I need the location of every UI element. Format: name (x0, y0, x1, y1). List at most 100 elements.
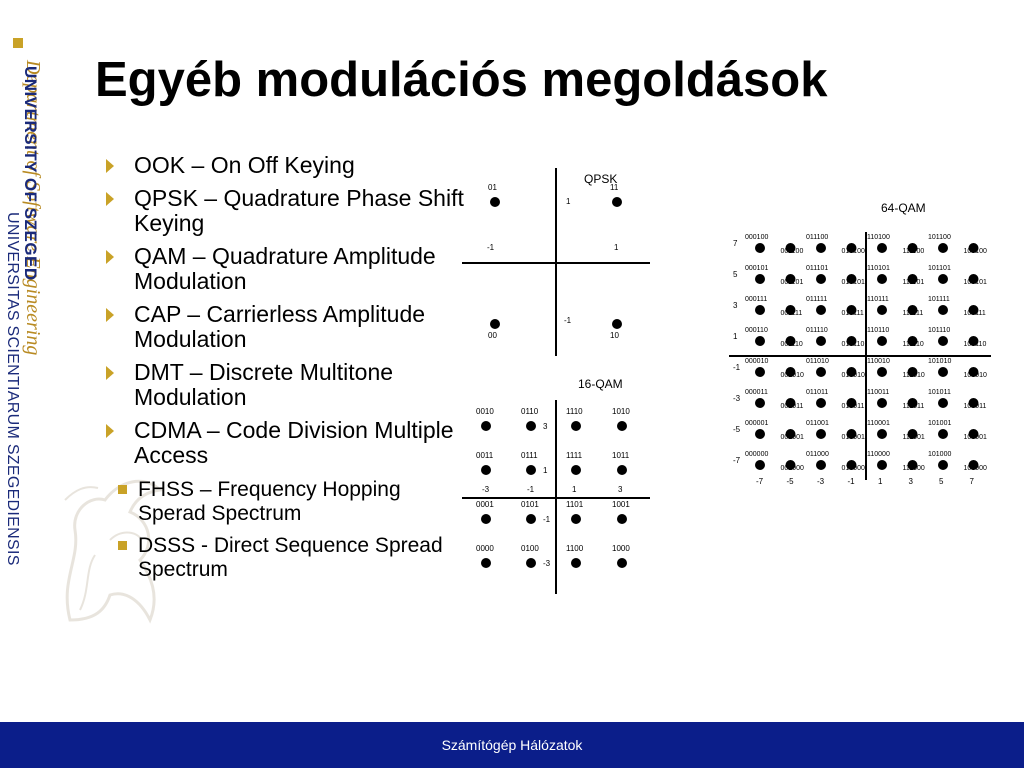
qam16-point (617, 558, 627, 568)
qam64-point-label: 110110 (867, 327, 889, 334)
qam64-point-label: 100000 (964, 465, 987, 472)
qpsk-tick: -1 (487, 243, 495, 252)
qam64-point-label: 011110 (806, 327, 828, 334)
qam16-point-label: 0000 (476, 544, 494, 553)
qam64-x-tick: 1 (878, 477, 883, 486)
qpsk-point-label: 10 (610, 331, 619, 340)
qam64-point (816, 367, 826, 377)
qam64-point-label: 100010 (964, 372, 987, 379)
bullet-item: QAM – Quadrature Amplitude Modulation (104, 244, 464, 294)
bullet-text: CAP – Carrierless Amplitude Modulation (134, 301, 426, 352)
qam16-point (526, 421, 536, 431)
qam64-point (785, 429, 796, 439)
qam64-diagram: 64-QAM 000100001100011100010100110100111… (729, 201, 991, 486)
griffin-crest-icon (64, 479, 164, 624)
qam64-point-label: 001111 (781, 310, 803, 317)
qam64-x-tick: -5 (787, 477, 795, 486)
bullet-arrow-icon (106, 250, 114, 264)
qam64-point-label: 101000 (928, 451, 951, 458)
qam64-point-label: 010011 (842, 403, 865, 410)
qam64-y-tick: 3 (733, 301, 738, 310)
qam16-point-label: 1110 (566, 407, 583, 416)
qam64-point-label: 000110 (745, 327, 768, 334)
qam64-point (785, 243, 796, 253)
qam64-y-tick: 7 (733, 239, 738, 248)
qam64-point (755, 367, 765, 377)
qam64-x-tick: 7 (970, 477, 975, 486)
qam64-point (755, 398, 765, 408)
qam64-point (877, 367, 887, 377)
qpsk-point-label: 01 (488, 183, 497, 192)
qam64-y-tick: -7 (733, 456, 741, 465)
sub-bullet-list: FHSS – Frequency Hopping Sperad Spectrum… (118, 478, 464, 582)
qam64-point (907, 336, 918, 346)
qam16-point (481, 558, 491, 568)
qam64-point (846, 243, 857, 253)
qam64-point (816, 336, 826, 346)
qam64-x-tick: -1 (848, 477, 856, 486)
qam16-y-tick: 3 (543, 422, 548, 431)
qam16-point-label: 0100 (521, 544, 539, 553)
qam64-point (907, 398, 918, 408)
qam64-point (968, 429, 979, 439)
qam64-point-label: 111011 (903, 403, 925, 410)
university-sidebar: Department of Software Engineering UNIVE… (0, 0, 58, 722)
qam64-point-label: 101111 (928, 296, 950, 303)
qpsk-title: QPSK (584, 172, 617, 186)
qam64-point (938, 460, 948, 470)
qam16-point-label: 1000 (612, 544, 630, 553)
bullet-item: OOK – On Off Keying (104, 153, 464, 178)
bullet-text: QPSK – Quadrature Phase Shift Keying (134, 185, 464, 236)
qam16-point (526, 465, 536, 475)
qam64-y-tick: -3 (733, 394, 741, 403)
qam64-point-label: 011011 (806, 389, 828, 396)
qam64-point-label: 011000 (806, 451, 829, 458)
qam64-point (877, 305, 887, 315)
sub-bullet-item: FHSS – Frequency Hopping Sperad Spectrum (118, 478, 464, 526)
qam64-point (938, 398, 948, 408)
qam64-point (877, 274, 887, 284)
qam64-point (816, 398, 826, 408)
qam16-x-tick: 3 (618, 485, 623, 494)
qam64-point-label: 111000 (903, 465, 925, 472)
bullet-arrow-icon (106, 308, 114, 322)
qam64-point-label: 000100 (745, 234, 768, 241)
university-name: UNIVERSITY OF SZEGED (21, 66, 40, 281)
qam64-point (846, 460, 857, 470)
qam64-point-label: 110011 (867, 389, 889, 396)
qam64-point (907, 243, 918, 253)
qam64-point (877, 429, 887, 439)
qam64-point (938, 367, 948, 377)
qam64-point (785, 367, 796, 377)
qam64-point-label: 001100 (781, 248, 804, 255)
qam64-point-label: 010110 (842, 341, 865, 348)
qam16-point-label: 1111 (566, 451, 583, 460)
qam64-point-label: 101001 (928, 420, 951, 427)
bullet-arrow-icon (106, 366, 114, 380)
qam16-point (481, 514, 491, 524)
sub-bullet-square-icon (118, 541, 127, 550)
qam16-y-tick: -1 (543, 515, 551, 524)
qam64-point (877, 243, 887, 253)
qam64-point-label: 101101 (928, 265, 951, 272)
qam64-point-label: 001101 (781, 279, 804, 286)
qam16-point (617, 421, 627, 431)
qam64-point (846, 274, 857, 284)
qam64-point-label: 111111 (903, 310, 924, 317)
qam64-point (938, 305, 948, 315)
qam64-point (816, 274, 826, 284)
qam64-point (755, 429, 765, 439)
qam64-point (846, 336, 857, 346)
qam64-point-label: 001000 (781, 465, 804, 472)
qam64-point (907, 367, 918, 377)
qam64-point-label: 010100 (842, 248, 865, 255)
qam16-point-label: 0111 (521, 451, 538, 460)
qam16-point (617, 514, 627, 524)
bullet-arrow-icon (106, 424, 114, 438)
qam64-point (816, 305, 826, 315)
qam64-point (755, 460, 765, 470)
qpsk-tick: 1 (614, 243, 619, 252)
qam64-point (968, 460, 979, 470)
qam64-point (816, 429, 826, 439)
qam64-x-tick: 5 (939, 477, 944, 486)
